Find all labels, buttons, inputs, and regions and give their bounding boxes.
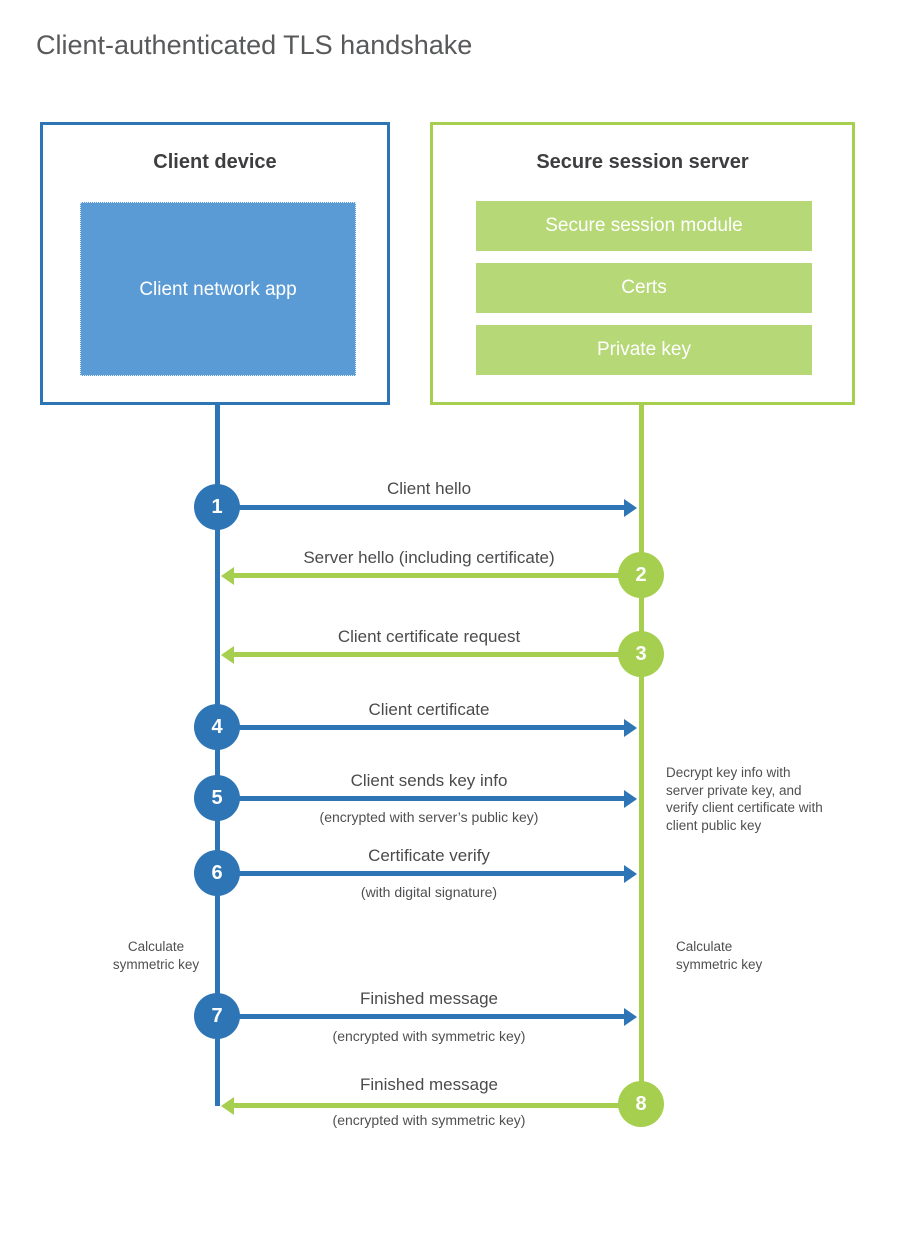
server-module-private-key: Private key bbox=[476, 325, 812, 375]
step-circle-4: 4 bbox=[194, 704, 240, 750]
step-circle-3: 3 bbox=[618, 631, 664, 677]
note-calculate-symmetric-key-client: Calculate symmetric key bbox=[112, 939, 200, 972]
step-circle-5: 5 bbox=[194, 775, 240, 821]
arrow-step-7-right bbox=[217, 1007, 637, 1026]
step-7-sublabel: (encrypted with symmetric key) bbox=[332, 1028, 526, 1044]
client-device-title: Client device bbox=[153, 151, 277, 173]
step-circle-8: 8 bbox=[618, 1081, 664, 1127]
step-1-label: Client hello bbox=[386, 479, 472, 498]
arrow-step-5-right bbox=[217, 789, 637, 808]
step-2-label: Server hello (including certificate) bbox=[303, 548, 555, 567]
client-network-app-box: Client network app bbox=[80, 202, 356, 376]
note-decrypt-key-info: Decrypt key info with server private key… bbox=[666, 765, 823, 833]
step-8-sublabel: (encrypted with symmetric key) bbox=[332, 1112, 526, 1128]
note-calculate-symmetric-key-server: Calculate symmetric key bbox=[676, 939, 763, 972]
step-circle-2: 2 bbox=[618, 552, 664, 598]
secure-session-server-title: Secure session server bbox=[536, 151, 749, 173]
server-module-secure-session: Secure session module bbox=[476, 201, 812, 251]
client-device-box: Client device Client network app bbox=[40, 122, 390, 405]
arrow-step-6-right bbox=[217, 864, 637, 883]
step-4-label: Client certificate bbox=[368, 700, 490, 719]
step-7-label: Finished message bbox=[360, 989, 498, 1008]
arrow-step-2-left bbox=[221, 566, 641, 585]
arrow-step-4-right bbox=[217, 718, 637, 737]
arrow-step-1-right bbox=[217, 498, 637, 517]
step-6-sublabel: (with digital signature) bbox=[360, 884, 498, 900]
client-network-app-label: Client network app bbox=[139, 278, 297, 300]
step-6-label: Certificate verify bbox=[368, 846, 490, 865]
client-lifeline bbox=[215, 405, 220, 1106]
page-title: Client-authenticated TLS handshake bbox=[36, 30, 473, 60]
secure-session-server-box: Secure session server Secure session mod… bbox=[430, 122, 855, 405]
step-3-label: Client certificate request bbox=[337, 627, 521, 646]
step-5-label: Client sends key info bbox=[350, 771, 508, 790]
server-lifeline bbox=[639, 405, 644, 1105]
step-8-label: Finished message bbox=[360, 1075, 498, 1094]
server-module-certs: Certs bbox=[476, 263, 812, 313]
step-circle-6: 6 bbox=[194, 850, 240, 896]
arrow-step-8-left bbox=[221, 1096, 641, 1115]
arrow-step-3-left bbox=[221, 645, 641, 664]
step-circle-1: 1 bbox=[194, 484, 240, 530]
step-5-sublabel: (encrypted with server’s public key) bbox=[319, 809, 539, 825]
step-circle-7: 7 bbox=[194, 993, 240, 1039]
